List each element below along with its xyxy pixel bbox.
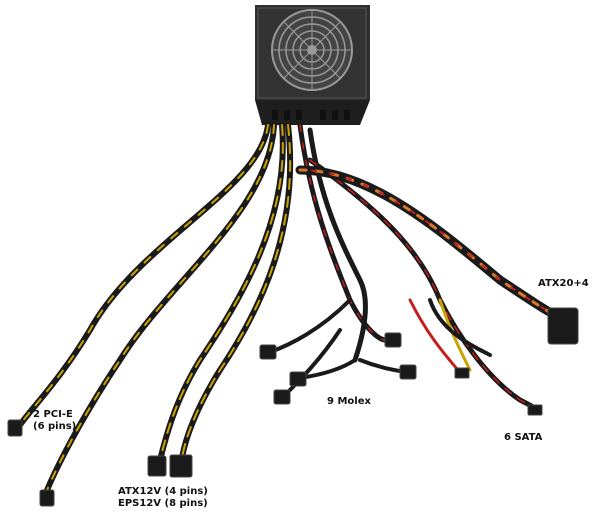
- psu-unit: [255, 5, 370, 125]
- molex-connector-2: [273, 389, 291, 405]
- molex-connector-5: [289, 371, 307, 387]
- molex-connector-3: [384, 332, 402, 348]
- sata-label: 6 SATA: [504, 432, 543, 443]
- fan-grill: [271, 9, 353, 91]
- atx12v-label: ATX12V (4 pins) EPS12V (8 pins): [118, 486, 208, 510]
- cable-bundle: [17, 122, 565, 498]
- sata-connector-2: [454, 367, 470, 379]
- connectors: [7, 307, 579, 507]
- pcie-connector-1: [7, 419, 23, 437]
- pcie-label-line2: (6 pins): [33, 421, 77, 432]
- pcie-connector-2: [39, 489, 55, 507]
- atx20-connector: [547, 307, 579, 345]
- molex-label: 9 Molex: [327, 396, 371, 407]
- atx12v-label-line2: EPS12V (8 pins): [118, 498, 208, 509]
- sata-connector-1: [527, 404, 543, 416]
- atx20-label: ATX20+4: [538, 278, 589, 289]
- molex-connector-4: [399, 364, 417, 380]
- pcie-label: 2 PCI-E (6 pins): [33, 409, 76, 433]
- atx12v-label-line1: ATX12V (4 pins): [118, 486, 208, 497]
- pcie-label-line1: 2 PCI-E: [33, 409, 73, 420]
- eps12v-connector: [169, 454, 193, 478]
- atx12v-connector: [147, 455, 167, 477]
- molex-connector-1: [259, 344, 277, 360]
